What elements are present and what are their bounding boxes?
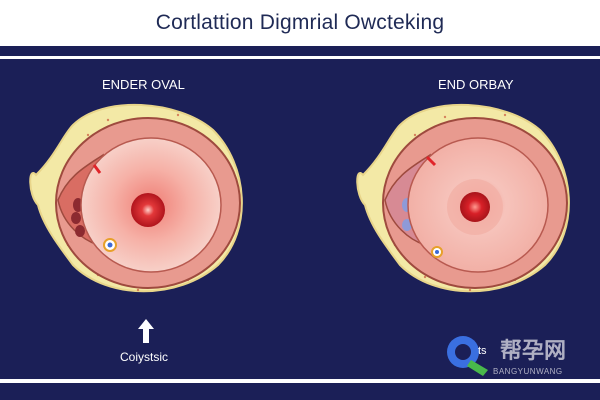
top-divider [0,56,600,59]
left-oval-illustration [29,103,243,293]
watermark-text: 帮孕网 [500,338,567,364]
page-title: Cortlattion Digmrial Owcteking [155,11,445,34]
title-bar: Cortlattion Digmrial Owcteking [0,0,600,46]
right-oval-illustration [356,103,570,293]
footer-band [0,383,600,400]
watermark-subtext: BANGYUNWANG [493,367,563,376]
watermark-logo [447,336,488,376]
right-oval-label: END ORBAY [438,77,514,92]
up-arrow-icon [138,319,154,343]
watermark-ts: ts [478,345,487,357]
bottom-divider [0,379,600,383]
left-caption: Coiystsic [120,350,169,364]
left-oval-label: ENDER OVAL [102,77,185,92]
